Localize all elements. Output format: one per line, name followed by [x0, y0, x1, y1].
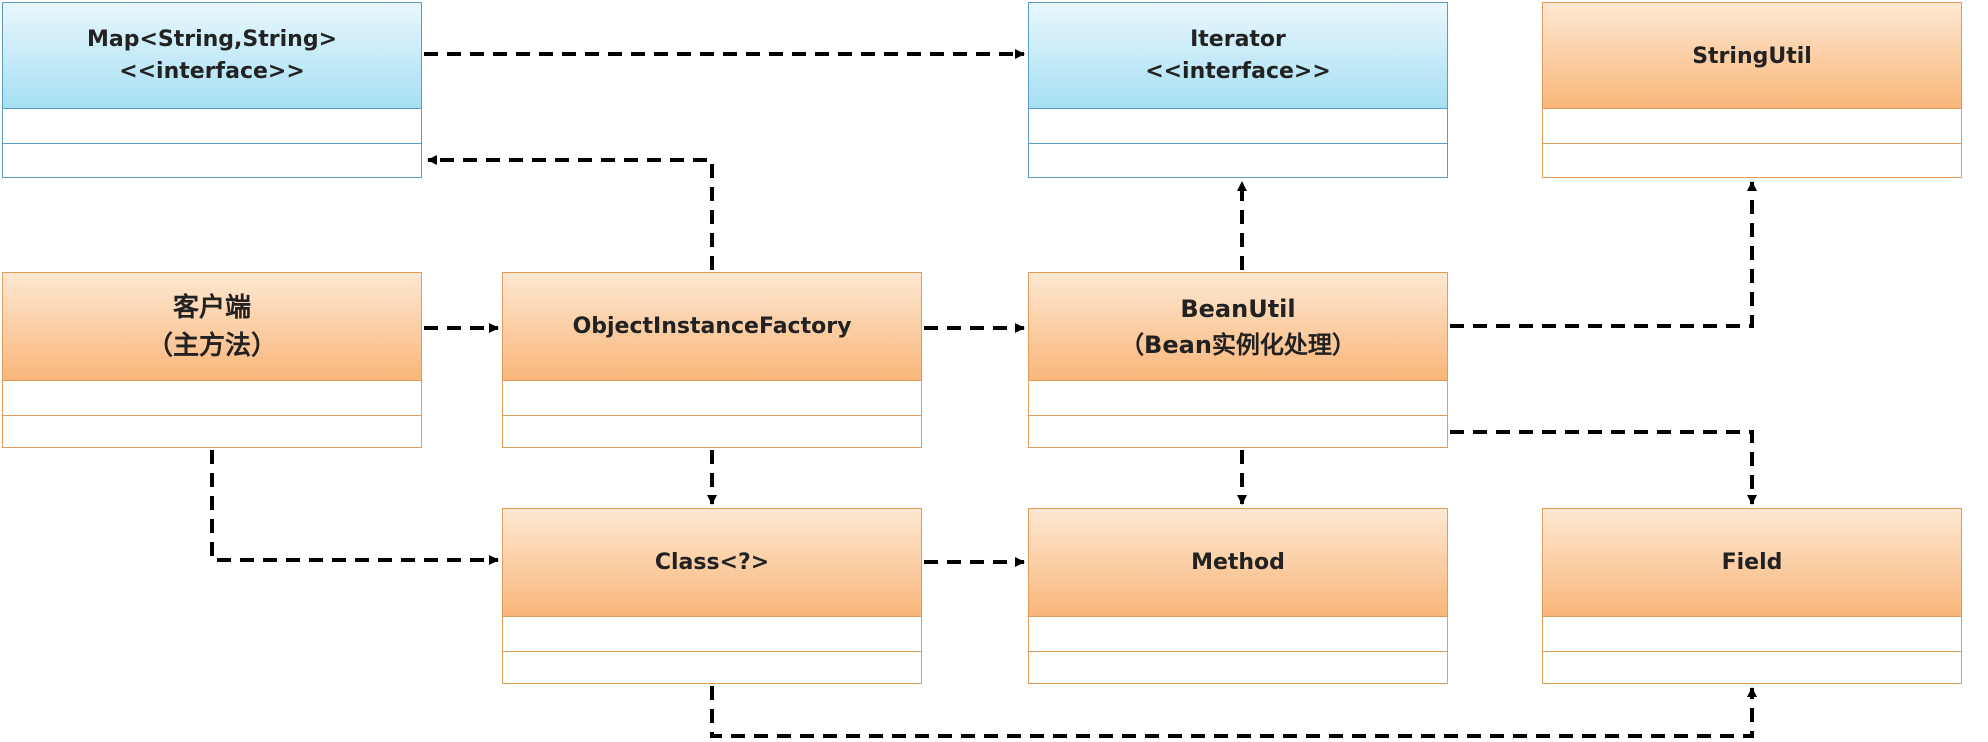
stereotype-map: <<interface>>	[119, 58, 305, 84]
edge-class-to-field	[710, 686, 1757, 738]
class-header-client: 客户端 （主方法）	[3, 273, 421, 381]
methods-section-method	[1029, 651, 1447, 685]
methods-section-client	[3, 415, 421, 449]
edge-client-to-class	[210, 450, 499, 565]
methods-section-beanutil	[1029, 415, 1447, 449]
class-subtitle-client: （主方法）	[146, 330, 277, 361]
class-header-stringutil: StringUtil	[1543, 3, 1961, 109]
class-name-factory: ObjectInstanceFactory	[572, 313, 852, 339]
class-header-method: Method	[1029, 509, 1447, 617]
class-box-iterator[interactable]: Iterator <<interface>>	[1028, 2, 1448, 178]
class-box-client[interactable]: 客户端 （主方法）	[2, 272, 422, 448]
class-box-map[interactable]: Map<String,String> <<interface>>	[2, 2, 422, 178]
methods-section-map	[3, 143, 421, 177]
class-box-field[interactable]: Field	[1542, 508, 1962, 684]
class-name-class: Class<?>	[654, 549, 770, 575]
class-name-client: 客户端	[172, 292, 251, 323]
class-name-iterator: Iterator	[1190, 26, 1286, 52]
class-name-stringutil: StringUtil	[1692, 44, 1812, 69]
edge-beanutil-to-field	[1450, 430, 1757, 505]
class-box-method[interactable]: Method	[1028, 508, 1448, 684]
methods-section-class	[503, 651, 921, 685]
class-box-factory[interactable]: ObjectInstanceFactory	[502, 272, 922, 448]
class-subtitle-beanutil: （Bean实例化处理）	[1120, 330, 1356, 359]
methods-section-iterator	[1029, 143, 1447, 177]
methods-section-factory	[503, 415, 921, 449]
methods-section-field	[1543, 651, 1961, 685]
class-header-factory: ObjectInstanceFactory	[503, 273, 921, 381]
class-box-class[interactable]: Class<?>	[502, 508, 922, 684]
class-name-map: Map<String,String>	[86, 26, 338, 52]
methods-section-stringutil	[1543, 143, 1961, 177]
class-box-stringutil[interactable]: StringUtil	[1542, 2, 1962, 178]
class-box-beanutil[interactable]: BeanUtil （Bean实例化处理）	[1028, 272, 1448, 448]
class-header-class: Class<?>	[503, 509, 921, 617]
edge-beanutil-to-stringutil	[1450, 181, 1757, 328]
class-name-method: Method	[1191, 549, 1285, 575]
class-name-field: Field	[1721, 549, 1783, 575]
edge-factory-to-map	[427, 155, 714, 270]
class-header-field: Field	[1543, 509, 1961, 617]
class-name-beanutil: BeanUtil	[1180, 294, 1296, 323]
class-header-iterator: Iterator <<interface>>	[1029, 3, 1447, 109]
class-header-beanutil: BeanUtil （Bean实例化处理）	[1029, 273, 1447, 381]
stereotype-iterator: <<interface>>	[1145, 58, 1331, 84]
class-header-map: Map<String,String> <<interface>>	[3, 3, 421, 109]
